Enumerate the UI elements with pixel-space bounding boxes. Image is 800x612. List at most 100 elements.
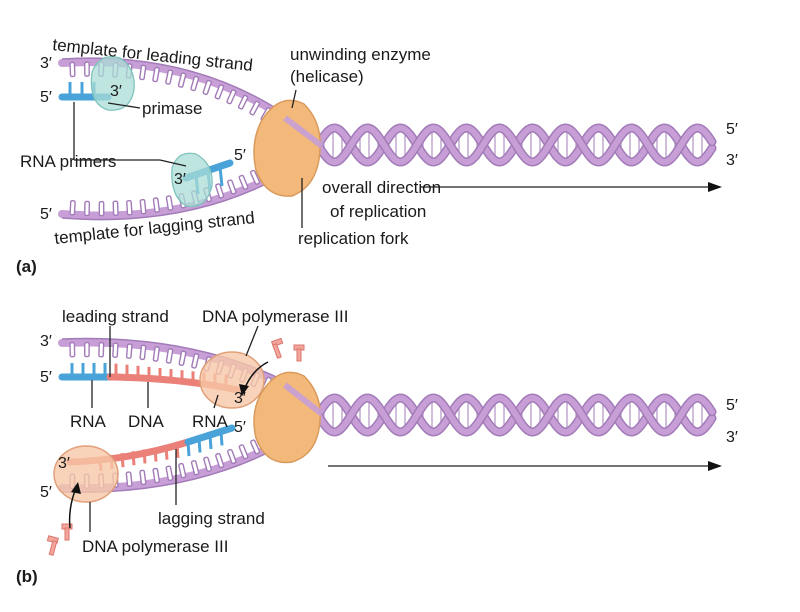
- primase-label: primase: [142, 99, 202, 118]
- direction-label-line1: overall direction: [322, 178, 441, 197]
- panel-a-letter: (a): [16, 257, 37, 276]
- end-label: 5′: [40, 484, 52, 501]
- end-label: 5′: [726, 397, 738, 414]
- template-base: [178, 350, 187, 367]
- template-base: [139, 469, 147, 486]
- template-base: [69, 199, 76, 216]
- nucleotide-entry-arrowhead-bottom: [71, 482, 81, 494]
- new-strand-base: [131, 451, 136, 466]
- end-label: 5′: [234, 419, 246, 436]
- incoming-nucleotides-top: [270, 337, 305, 362]
- dna-polymerase-bottom-label: DNA polymerase III: [82, 537, 228, 556]
- replication-fork-label: replication fork: [298, 229, 409, 248]
- template-base: [191, 353, 200, 369]
- direction-arrowhead-a: [708, 182, 722, 192]
- template-base: [98, 341, 105, 358]
- new-strand-base: [219, 431, 224, 446]
- leader-lines-a: [73, 89, 720, 228]
- template-base: [165, 465, 174, 482]
- helicase-b: [253, 371, 321, 464]
- template-base: [152, 467, 160, 484]
- template-base: [69, 341, 76, 358]
- helicase-label-line2: (helicase): [290, 67, 364, 86]
- new-strand-base: [153, 447, 158, 462]
- template-base: [83, 341, 90, 358]
- rna-right-label: RNA: [192, 412, 229, 431]
- leader-lines-b: [89, 325, 720, 532]
- template-base: [202, 79, 212, 96]
- end-label: 5′: [234, 147, 246, 164]
- helicase: [253, 99, 321, 197]
- lagging-strand-label: lagging strand: [158, 509, 265, 528]
- template-base: [250, 439, 261, 455]
- rna-primers-label: RNA primers: [20, 152, 116, 171]
- primase-bottom: [171, 152, 213, 208]
- end-label: 3′: [234, 390, 246, 407]
- template-base: [139, 64, 147, 81]
- end-label: 5′: [40, 206, 52, 223]
- helicase-strand-over: [283, 115, 324, 149]
- incoming-nucleotides-bottom: [46, 523, 73, 556]
- new-strand-base: [142, 449, 147, 464]
- helicase-strand-over-b: [283, 382, 324, 417]
- template-base: [152, 197, 161, 213]
- panel-a: template for leading strand template for…: [16, 35, 738, 276]
- template-base: [203, 456, 212, 472]
- template-base: [139, 198, 147, 215]
- dna-polymerase-top: [199, 351, 265, 409]
- template-base: [190, 460, 200, 476]
- template-base: [98, 200, 105, 217]
- leading-strand-label: leading strand: [62, 307, 169, 326]
- template-lagging-backbone-edge: [61, 173, 286, 221]
- template-base: [112, 342, 119, 358]
- template-base: [178, 462, 187, 479]
- template-base: [214, 84, 225, 100]
- nucleotide-entry-arrowhead-top: [239, 384, 249, 396]
- template-base: [125, 343, 133, 359]
- end-label: 5′: [726, 121, 738, 138]
- template-leading-backbone-edge: [61, 57, 286, 115]
- template-base: [165, 69, 174, 85]
- direction-arrowhead-b: [708, 461, 722, 471]
- direction-label-line2: of replication: [330, 202, 426, 221]
- template-base: [152, 346, 160, 362]
- template-base: [249, 169, 261, 185]
- double-helix-a: [313, 123, 717, 167]
- template-base: [238, 444, 249, 460]
- end-label: 5′: [40, 89, 52, 106]
- new-strand-base: [120, 453, 125, 468]
- end-label: 3′: [110, 83, 122, 100]
- end-label: 3′: [58, 455, 70, 472]
- new-strand-base: [208, 434, 213, 450]
- end-label: 3′: [40, 55, 52, 72]
- template-base: [126, 200, 133, 216]
- template-base: [238, 174, 249, 190]
- rna-left-label: RNA: [70, 412, 107, 431]
- end-label: 5′: [40, 369, 52, 386]
- new-strand-base: [164, 445, 169, 460]
- panel-b: leading strand DNA polymerase III RNA DN…: [16, 307, 738, 586]
- panel-b-letter: (b): [16, 567, 38, 586]
- new-strand-base: [186, 441, 191, 457]
- template-base: [237, 94, 249, 110]
- template-base: [84, 61, 90, 77]
- end-label: 3′: [726, 152, 738, 169]
- primase-top: [90, 56, 135, 111]
- new-strand-base: [175, 443, 180, 458]
- new-strand-base: [197, 438, 202, 453]
- template-base: [215, 183, 225, 199]
- template-base: [165, 195, 174, 211]
- template-base: [190, 75, 200, 92]
- template-base: [125, 471, 133, 487]
- end-label: 3′: [40, 333, 52, 350]
- helix-strand-front-fill: [315, 124, 715, 166]
- dna-polymerase-bottom: [53, 445, 119, 503]
- template-base: [227, 179, 237, 195]
- dna-mid-label: DNA: [128, 412, 165, 431]
- template-base: [177, 72, 187, 88]
- template-base: [139, 344, 147, 361]
- template-base: [165, 348, 174, 364]
- end-label: 3′: [726, 429, 738, 446]
- double-helix-b: [313, 393, 717, 437]
